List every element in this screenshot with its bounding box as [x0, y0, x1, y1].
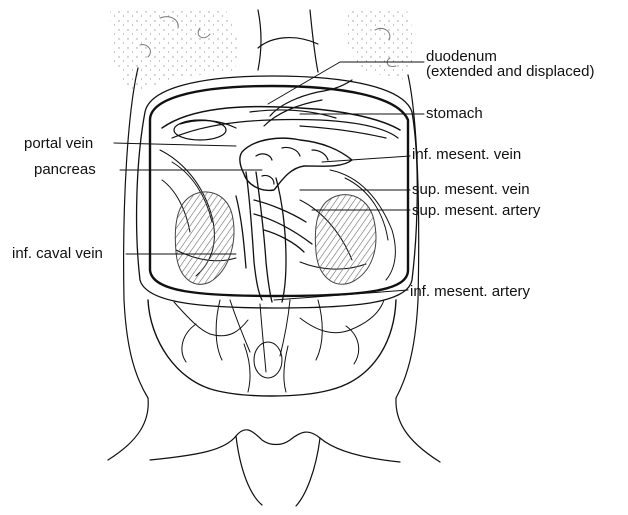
- label-inf-mesent-artery: inf. mesent. artery: [410, 283, 530, 300]
- pancreas-drawing: [240, 138, 352, 190]
- kidney-right: [315, 195, 376, 285]
- label-sup-mesent-vein: sup. mesent. vein: [412, 181, 530, 198]
- label-inf-caval-vein: inf. caval vein: [12, 245, 103, 262]
- great-vessels: [236, 172, 312, 302]
- label-pancreas: pancreas: [34, 161, 96, 178]
- label-inf-mesent-vein: inf. mesent. vein: [412, 146, 521, 163]
- stomach-drawing: [162, 80, 400, 140]
- abdominal-cavity: [137, 76, 418, 308]
- label-duodenum-note: (extended and displaced): [426, 63, 594, 80]
- label-sup-mesent-artery: sup. mesent. artery: [412, 202, 540, 219]
- body-outline: [108, 10, 440, 506]
- kidney-left: [175, 192, 234, 284]
- lower-abdomen: [174, 300, 384, 392]
- label-portal-vein: portal vein: [24, 135, 93, 152]
- stipple-region: [110, 8, 415, 92]
- label-stomach: stomach: [426, 105, 483, 122]
